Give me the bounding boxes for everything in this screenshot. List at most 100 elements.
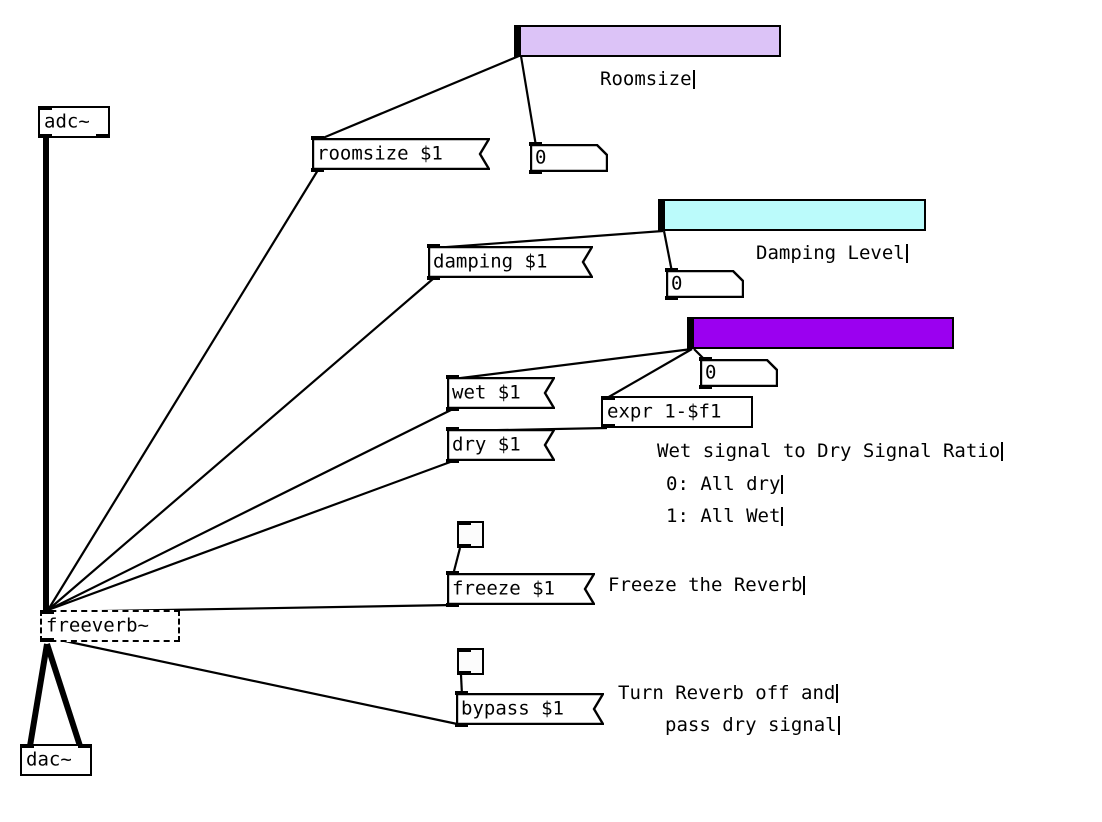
comment-bypass-line1: Turn Reverb off and <box>618 682 839 704</box>
message-wet-label: wet $1 <box>452 381 521 404</box>
wire-dry-msg-to-freeverb <box>47 459 454 612</box>
damping-number-value: 0 <box>671 272 683 295</box>
freeze-toggle[interactable] <box>457 521 484 548</box>
comment-wetdry-line2: 0: All dry <box>666 473 784 495</box>
message-dry-outlet[interactable] <box>446 459 459 463</box>
message-roomsize-outlet[interactable] <box>311 168 324 172</box>
wetdry-number[interactable]: 0 <box>699 357 778 389</box>
number-box-shape <box>666 270 744 298</box>
bypass-toggle[interactable] <box>457 648 484 675</box>
roomsize-number[interactable]: 0 <box>529 142 608 174</box>
damping-slider[interactable] <box>658 199 926 231</box>
message-bypass-outlet[interactable] <box>455 723 468 727</box>
bypass-toggle-outlet[interactable] <box>458 671 471 675</box>
number-box-shape <box>700 359 778 387</box>
comment-caret <box>837 716 840 735</box>
message-box-shape <box>447 573 595 605</box>
message-wet[interactable]: wet $1 <box>446 375 555 411</box>
object-adc-label: adc~ <box>44 110 90 133</box>
message-freeze[interactable]: freeze $1 <box>446 571 595 607</box>
object-expr[interactable]: expr 1-$f1 <box>601 396 753 428</box>
wetdry-number-value: 0 <box>705 361 717 384</box>
message-wet-outlet[interactable] <box>446 407 459 411</box>
damping-number[interactable]: 0 <box>665 268 744 300</box>
message-box-shape <box>456 693 604 725</box>
adc-outlet-right[interactable] <box>96 134 109 138</box>
expr-inlet-left[interactable] <box>602 396 615 400</box>
message-box-shape <box>447 429 555 461</box>
object-dac[interactable]: dac~ <box>20 744 92 776</box>
expr-outlet-left[interactable] <box>602 424 615 428</box>
message-freeze-outlet[interactable] <box>446 603 459 607</box>
wire-wet-msg-to-freeverb <box>47 408 454 611</box>
wire-roomsize-slider-to-msg <box>317 54 520 142</box>
wetdry-slider-knob[interactable] <box>689 319 694 347</box>
freeze-toggle-outlet[interactable] <box>458 544 471 548</box>
object-freeverb[interactable]: freeverb~ <box>40 610 180 642</box>
number-box-shape <box>530 144 608 172</box>
comment-caret <box>781 507 784 526</box>
roomsize-number-outlet[interactable] <box>529 170 542 174</box>
damping-number-outlet[interactable] <box>665 296 678 300</box>
message-freeze-inlet[interactable] <box>446 571 459 575</box>
object-adc[interactable]: adc~ <box>38 106 110 138</box>
roomsize-number-inlet[interactable] <box>529 142 542 146</box>
adc-inlet-left <box>39 106 52 110</box>
comment-caret <box>905 244 908 263</box>
roomsize-slider-knob[interactable] <box>516 27 521 55</box>
comment-text: Freeze the Reverb <box>608 574 803 596</box>
comment-text: 0: All dry <box>666 473 781 495</box>
comment-caret <box>1001 442 1004 461</box>
damping-number-inlet[interactable] <box>665 268 678 272</box>
wire-bypass-msg-to-freeverb <box>59 638 463 727</box>
comment-caret <box>836 684 839 703</box>
damping-slider-knob[interactable] <box>660 201 665 229</box>
wetdry-number-outlet[interactable] <box>699 385 712 389</box>
freeze-toggle-inlet[interactable] <box>458 521 471 525</box>
roomsize-slider[interactable] <box>514 25 781 57</box>
comment-wetdry-line3: 1: All Wet <box>666 505 784 527</box>
wire-freeverb-out-left-to-dac-right <box>44 643 83 747</box>
comment-text: 1: All Wet <box>666 505 781 527</box>
message-damping-inlet[interactable] <box>427 244 440 248</box>
wetdry-slider[interactable] <box>687 317 954 349</box>
dac-inlet-left[interactable] <box>21 744 34 748</box>
comment-freeze: Freeze the Reverb <box>608 574 806 596</box>
wire-wetdry-slider-to-expr <box>606 348 693 399</box>
message-dry-label: dry $1 <box>452 433 521 456</box>
comment-text: Damping Level <box>756 242 905 264</box>
comment-caret <box>803 576 806 595</box>
comment-caret <box>781 475 784 494</box>
message-damping[interactable]: damping $1 <box>427 244 593 280</box>
freeverb-outlet-left[interactable] <box>41 638 54 642</box>
adc-outlet-left[interactable] <box>39 134 52 138</box>
comment-wetdry-line1: Wet signal to Dry Signal Ratio <box>657 440 1004 462</box>
freeverb-inlet-left[interactable] <box>41 610 54 614</box>
object-expr-label: expr 1-$f1 <box>607 400 722 423</box>
message-bypass-inlet[interactable] <box>455 691 468 695</box>
message-dry[interactable]: dry $1 <box>446 427 555 463</box>
message-roomsize[interactable]: roomsize $1 <box>311 136 490 172</box>
wetdry-number-inlet[interactable] <box>699 357 712 361</box>
message-bypass-label: bypass $1 <box>461 697 564 720</box>
object-freeverb-label: freeverb~ <box>46 614 149 637</box>
message-roomsize-label: roomsize $1 <box>317 142 443 165</box>
comment-damping: Damping Level <box>756 244 908 263</box>
comment-text: Wet signal to Dry Signal Ratio <box>657 440 1001 462</box>
message-dry-inlet[interactable] <box>446 427 459 431</box>
comment-text: Turn Reverb off and <box>618 682 836 704</box>
comment-caret <box>692 70 695 89</box>
message-bypass[interactable]: bypass $1 <box>455 691 604 727</box>
message-wet-inlet[interactable] <box>446 375 459 379</box>
object-dac-label: dac~ <box>26 748 72 771</box>
wire-damping-slider-to-num <box>662 230 674 273</box>
wire-wetdry-slider-to-wet-msg <box>452 347 693 381</box>
comment-roomsize: Roomsize <box>600 70 695 89</box>
message-damping-outlet[interactable] <box>427 276 440 280</box>
message-roomsize-inlet[interactable] <box>311 136 324 140</box>
message-box-shape <box>312 138 490 170</box>
dac-inlet-right[interactable] <box>78 744 91 748</box>
message-damping-label: damping $1 <box>433 250 548 273</box>
message-freeze-label: freeze $1 <box>452 577 555 600</box>
bypass-toggle-inlet[interactable] <box>458 648 471 652</box>
